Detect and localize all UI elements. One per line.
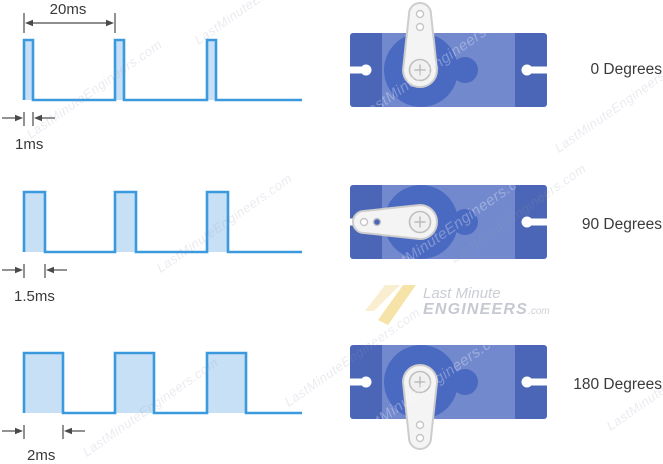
- pulse: [115, 192, 136, 252]
- pwm-waveform-row-0: [22, 38, 302, 102]
- pulse: [115, 353, 154, 413]
- pulse-width-dimension-1: [2, 264, 67, 278]
- servo-horn: [352, 204, 438, 240]
- pulse-width-label-2: 2ms: [27, 447, 56, 464]
- logo-suffix: .com: [528, 306, 550, 317]
- pulse: [24, 192, 45, 252]
- bolt-shape-2: [378, 285, 416, 325]
- horn-hole: [415, 433, 425, 443]
- pulse: [207, 40, 216, 100]
- pulse-width-label-1: 1.5ms: [14, 288, 55, 305]
- horn-hole: [415, 420, 425, 430]
- pulse-width-label-0: 1ms: [15, 136, 44, 153]
- logo-line1: Last Minute: [423, 285, 501, 302]
- mount-slot-left: [350, 66, 366, 74]
- bolt-shape-1: [365, 285, 400, 311]
- pwm-waveform-row-1: [22, 190, 302, 254]
- mount-slot-right: [527, 378, 547, 386]
- logo-engineers: ENGINEERS: [423, 301, 529, 318]
- angle-label-1: 90 Degrees: [581, 216, 662, 233]
- angle-label-0: 0 Degrees: [590, 61, 662, 78]
- last-minute-engineers-logo: Last Minute ENGINEERS.com: [364, 282, 550, 326]
- pulse-width-dimension-0: [2, 112, 55, 126]
- servo-illustration-0deg: [350, 2, 547, 107]
- lightning-bolt-icon: [365, 285, 416, 325]
- servo-illustration-90deg: [350, 185, 547, 259]
- mount-slot-right: [527, 66, 547, 74]
- mount-slot-left: [350, 378, 366, 386]
- pwm-waveform-row-2: [22, 351, 302, 415]
- horn-hole: [415, 9, 425, 19]
- pulse: [207, 353, 246, 413]
- servo-illustration-180deg: [350, 345, 547, 450]
- pulse-width-dimension-2: [2, 425, 85, 439]
- pulse: [207, 192, 228, 252]
- logo-line2: ENGINEERS.com: [423, 301, 550, 319]
- period-label: 20ms: [49, 1, 87, 18]
- pulse: [24, 353, 63, 413]
- horn-hole: [415, 22, 425, 32]
- servo-horn: [402, 364, 438, 450]
- pulse: [115, 40, 124, 100]
- angle-label-2: 180 Degrees: [573, 376, 662, 393]
- servo-horn: [402, 2, 438, 88]
- logo-text: Last Minute ENGINEERS.com: [423, 285, 550, 319]
- pulse: [24, 40, 33, 100]
- mount-slot-right: [527, 218, 547, 226]
- horn-hole: [359, 217, 369, 227]
- horn-hole: [372, 217, 382, 227]
- period-dimension: [23, 13, 116, 33]
